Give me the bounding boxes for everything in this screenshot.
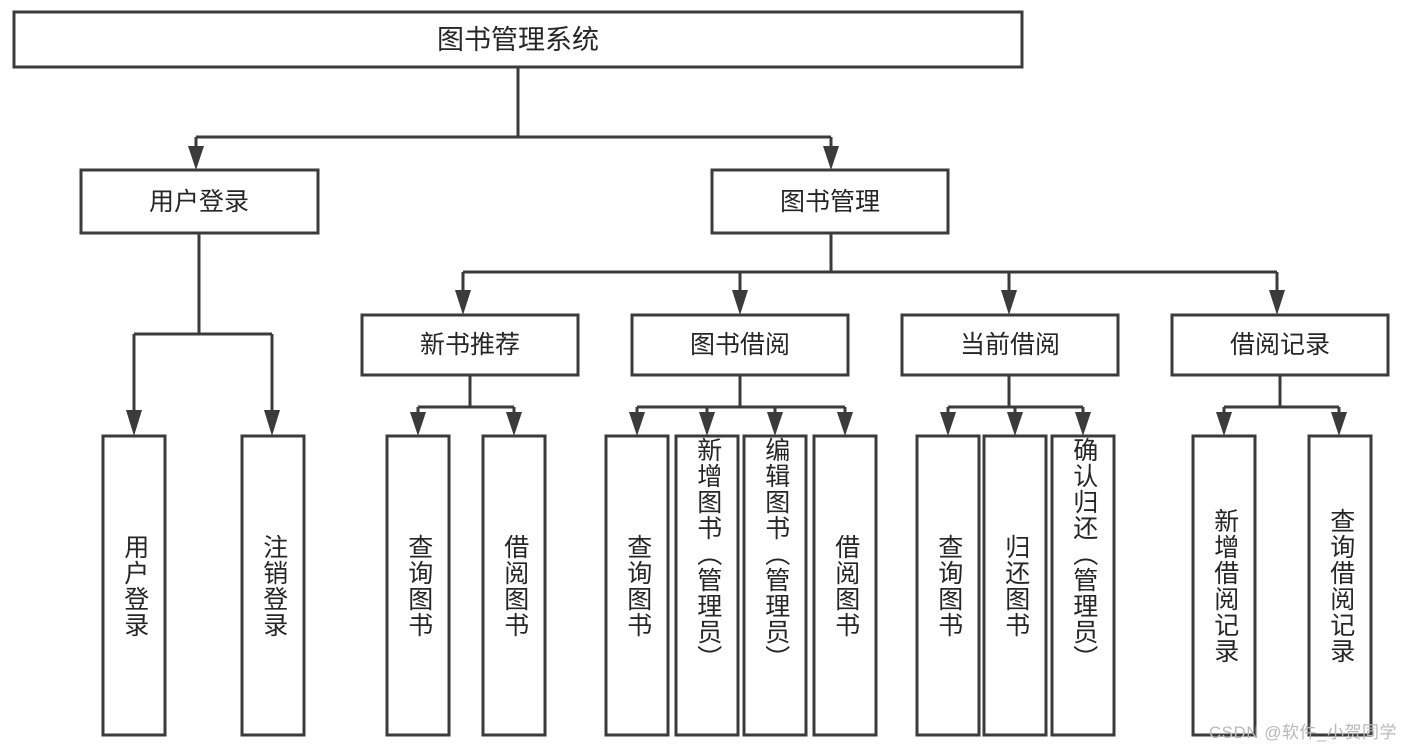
arrow-root-to-book-management <box>823 146 839 170</box>
arrow-root-to-user-login <box>188 146 204 170</box>
node-user-login-rect[interactable] <box>79 168 320 235</box>
arrow-book-borrow-leaf-2 <box>699 412 715 436</box>
arrow-to-book-borrow <box>732 290 748 315</box>
node-leaf-query-record-rect[interactable] <box>1307 434 1373 737</box>
node-book-borrow[interactable]: 图书借阅 <box>630 313 850 377</box>
node-leaf-user-login-rect[interactable] <box>101 434 167 737</box>
edge-group-borrow-record-to-leaves <box>1216 375 1347 436</box>
node-borrow-record[interactable]: 借阅记录 <box>1170 313 1390 377</box>
arrow-new-book-leaf-2 <box>506 412 522 436</box>
node-leaf-confirm-return-rect[interactable] <box>1050 434 1116 737</box>
node-leaf-borrow-book-2-rect[interactable] <box>812 434 878 737</box>
node-book-management[interactable]: 图书管理 <box>710 168 950 235</box>
node-leaf-edit-book-rect[interactable] <box>742 434 808 737</box>
node-root-rect[interactable] <box>12 10 1024 69</box>
node-book-management-rect[interactable] <box>710 168 950 235</box>
arrow-current-borrow-leaf-1 <box>940 412 956 436</box>
node-leaf-query-book-3-rect[interactable] <box>915 434 981 737</box>
arrow-user-login-leaf-2 <box>264 410 280 436</box>
arrow-current-borrow-leaf-3 <box>1075 412 1091 436</box>
edge-group-current-borrow-to-leaves <box>940 375 1091 436</box>
node-borrow-record-label: 借阅记录 <box>1230 331 1330 359</box>
arrow-to-new-book-recommend <box>455 290 471 315</box>
edge-group-new-book-recommend-to-leaves <box>410 375 522 436</box>
node-leaf-query-book-2-rect[interactable] <box>604 434 670 737</box>
arrow-book-borrow-leaf-1 <box>629 412 645 436</box>
edge-group-root-to-level2 <box>188 67 839 170</box>
node-new-book-recommend[interactable]: 新书推荐 <box>360 313 580 377</box>
node-book-borrow-rect[interactable] <box>630 313 850 377</box>
node-leaf-borrow-book-1-rect[interactable] <box>481 434 547 737</box>
arrow-book-borrow-leaf-4 <box>837 412 853 436</box>
arrow-book-borrow-leaf-3 <box>767 412 783 436</box>
node-leaf-return-book-rect[interactable] <box>982 434 1048 737</box>
node-leaf-add-book-rect[interactable] <box>674 434 740 737</box>
node-current-borrow-label: 当前借阅 <box>960 331 1060 359</box>
node-new-book-recommend-rect[interactable] <box>360 313 580 377</box>
arrow-current-borrow-leaf-2 <box>1007 412 1023 436</box>
node-current-borrow[interactable]: 当前借阅 <box>900 313 1120 377</box>
node-current-borrow-rect[interactable] <box>900 313 1120 377</box>
node-user-login[interactable]: 用户登录 <box>79 168 320 235</box>
node-borrow-record-rect[interactable] <box>1170 313 1390 377</box>
node-user-login-label: 用户登录 <box>149 188 249 216</box>
node-leaf-add-record-rect[interactable] <box>1191 434 1257 737</box>
edge-group-user-login-to-leaves <box>126 233 280 436</box>
arrow-borrow-record-leaf-1 <box>1216 412 1232 436</box>
arrow-to-borrow-record <box>1269 290 1285 315</box>
node-root-label: 图书管理系统 <box>437 25 599 55</box>
node-leaf-query-book-1-rect[interactable] <box>385 434 451 737</box>
arrow-to-current-borrow <box>1001 290 1017 315</box>
node-new-book-recommend-label: 新书推荐 <box>420 331 520 359</box>
node-book-borrow-label: 图书借阅 <box>690 331 790 359</box>
edge-group-book-borrow-to-leaves <box>629 375 853 436</box>
node-leaf-logout-login-rect[interactable] <box>240 434 306 737</box>
arrow-new-book-leaf-1 <box>410 412 426 436</box>
node-book-management-label: 图书管理 <box>780 188 880 216</box>
edge-group-book-management-to-level3 <box>455 233 1285 315</box>
node-root[interactable]: 图书管理系统 <box>12 10 1024 69</box>
arrow-borrow-record-leaf-2 <box>1331 412 1347 436</box>
arrow-user-login-leaf-1 <box>126 410 142 436</box>
watermark-text: CSDN @软件_小贺同学 <box>1208 723 1397 742</box>
